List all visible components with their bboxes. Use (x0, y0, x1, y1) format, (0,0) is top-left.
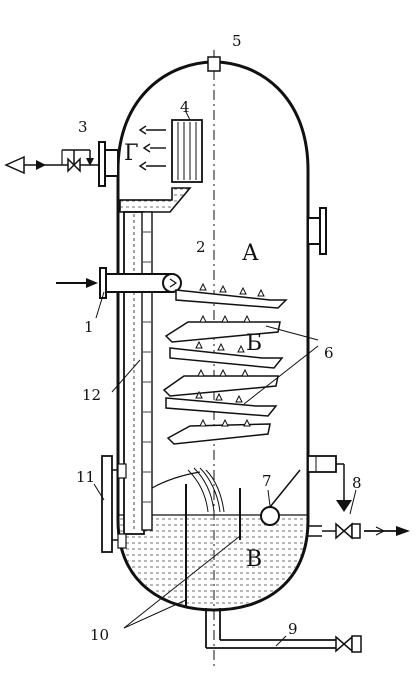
gas-outlet-nozzle (103, 149, 119, 177)
label-12: 12 (82, 386, 101, 404)
liquid-stream (187, 467, 225, 513)
liquid-level (119, 515, 307, 608)
gas-bubbles (195, 282, 265, 427)
label-11: 11 (76, 468, 95, 486)
zone-v-label: В (246, 547, 262, 572)
zone-b-label: Б (246, 331, 262, 356)
inclined-shelves (162, 289, 288, 445)
inlet-distributor (162, 273, 182, 293)
right-nozzle (307, 217, 321, 245)
label-7: 7 (262, 472, 272, 490)
level-float (260, 506, 280, 526)
vessel-shell (116, 60, 310, 612)
label-9: 9 (288, 620, 298, 638)
label-4: 4 (180, 98, 190, 116)
label-1: 1 (84, 318, 94, 336)
zone-g-label: Г (124, 141, 139, 166)
top-fitting (207, 56, 221, 72)
gas-outlet-arrow (4, 155, 25, 175)
shelf-3 (169, 347, 284, 369)
gas-flow-arrows (138, 125, 166, 171)
level-controller (307, 455, 337, 473)
label-2: 2 (196, 238, 206, 256)
inner-tube (141, 211, 153, 531)
label-3: 3 (78, 118, 88, 136)
label-10: 10 (90, 626, 109, 644)
liquid-valve (335, 522, 353, 540)
shelf-5 (165, 397, 278, 417)
zone-a-label: А (242, 241, 259, 266)
label-8: 8 (352, 474, 362, 492)
shelf-1 (175, 289, 288, 309)
shelf-4 (162, 375, 279, 397)
drain-valve (335, 635, 353, 653)
label-5: 5 (232, 32, 242, 50)
shelf-6 (166, 423, 271, 445)
inlet-pipe (105, 273, 171, 293)
label-6: 6 (324, 344, 334, 362)
shelf-2 (164, 321, 281, 343)
gauge-glass (101, 455, 113, 553)
mist-extractor (171, 119, 203, 183)
